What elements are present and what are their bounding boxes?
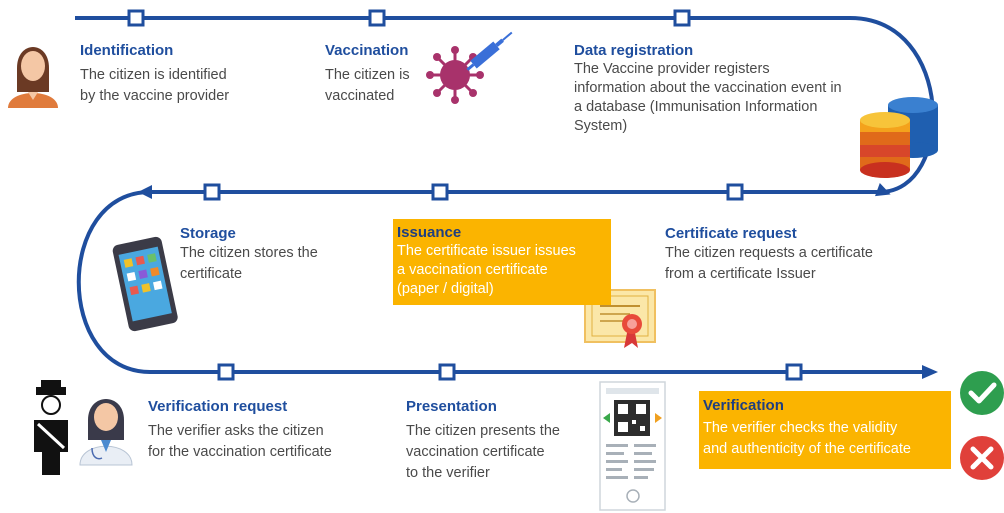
step-description: The verifier asks the citizen for the va…	[148, 423, 332, 460]
step-description: The citizen presents the vaccination cer…	[406, 423, 560, 481]
step-verification-request: Verification request The verifier asks t…	[148, 397, 378, 463]
step-title: Certificate request	[665, 225, 797, 242]
step-data-registration: Data registration The Vaccine provider r…	[574, 41, 894, 136]
step-issuance: Issuance The certificate issuer issues a…	[393, 219, 611, 305]
smartphone-icon	[112, 236, 178, 332]
step-title: Data registration	[574, 42, 694, 59]
step-title: Verification request	[148, 398, 288, 415]
marker-vaccination	[368, 9, 386, 27]
flow-path	[75, 16, 935, 374]
step-vaccination: Vaccination The citizen is vaccinated	[325, 41, 435, 107]
step-title: Issuance	[397, 224, 462, 241]
step-description: The citizen is vaccinated	[325, 67, 410, 104]
arrow-head-row3	[922, 365, 938, 379]
step-description: The Vaccine provider registers informati…	[574, 61, 842, 134]
step-title: Storage	[180, 225, 236, 242]
woman-citizen-icon	[8, 47, 58, 108]
step-title: Vaccination	[325, 42, 409, 59]
step-markers	[127, 9, 803, 381]
check-valid-icon	[960, 371, 1004, 415]
marker-presentation	[438, 363, 456, 381]
marker-identification	[127, 9, 145, 27]
step-description: The citizen stores the certificate	[180, 245, 318, 282]
marker-storage	[203, 183, 221, 201]
marker-verification	[785, 363, 803, 381]
step-verification: Verification The verifier checks the val…	[699, 391, 951, 469]
marker-issuance	[431, 183, 449, 201]
database-icon	[860, 97, 938, 178]
step-identification: Identification The citizen is identified…	[80, 41, 280, 107]
arrow-head-row1	[875, 183, 891, 197]
step-title: Identification	[80, 42, 174, 59]
marker-data-registration	[673, 9, 691, 27]
step-description: The citizen requests a certificate from …	[665, 245, 873, 282]
step-description: The verifier checks the validity and aut…	[703, 420, 911, 457]
arrow-head-row2	[138, 185, 152, 199]
step-certificate-request: Certificate request The citizen requests…	[665, 224, 915, 285]
police-officer-icon	[34, 380, 68, 475]
cross-invalid-icon	[960, 436, 1004, 480]
virus-syringe-icon	[426, 31, 513, 104]
step-description: The certificate issuer issues a vaccinat…	[397, 243, 576, 297]
doctor-icon	[79, 399, 133, 466]
qr-certificate-icon	[599, 381, 666, 511]
marker-certificate-request	[726, 183, 744, 201]
marker-verification-request	[217, 363, 235, 381]
step-presentation: Presentation The citizen presents the va…	[406, 397, 596, 484]
step-title: Presentation	[406, 398, 497, 415]
step-description: The citizen is identified by the vaccine…	[80, 67, 230, 104]
step-title: Verification	[703, 397, 784, 414]
step-storage: Storage The citizen stores the certifica…	[180, 224, 360, 285]
